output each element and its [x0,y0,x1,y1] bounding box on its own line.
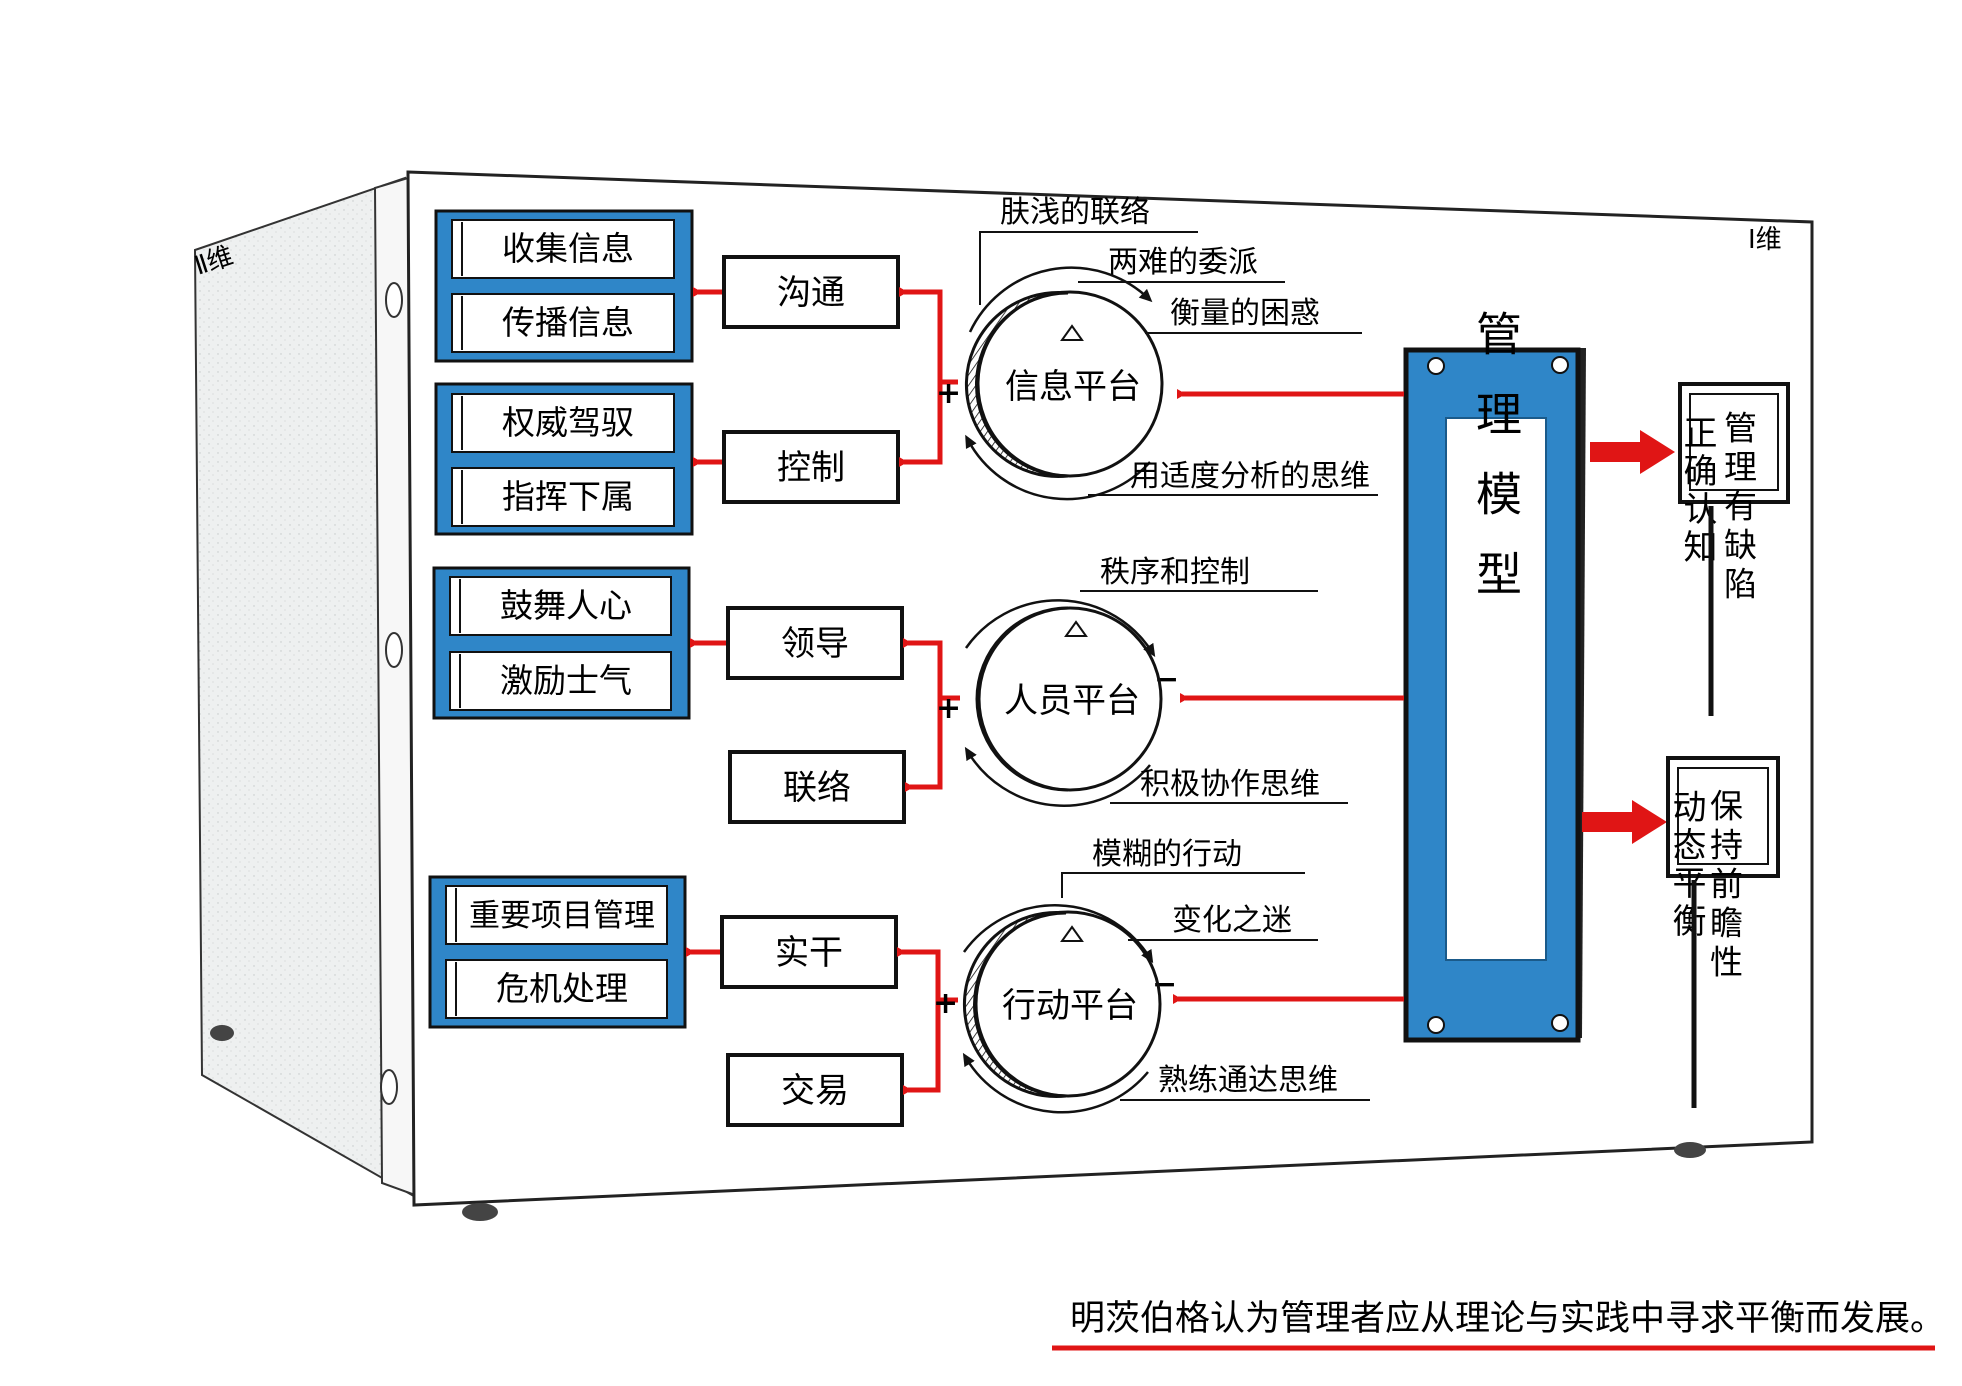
red-connector [693,287,958,467]
hinge-icon [385,632,403,668]
dimension-i-label: Ⅰ维 [1748,225,1782,255]
screw-icon [1427,1016,1445,1034]
rotation-arrow-icon [962,904,1154,964]
outcome-balance: 动态平衡 保持前瞻性 [1582,756,1780,1108]
outcome-sign-inner [1689,393,1779,491]
outcome-desc: 管理有缺陷 [1719,411,1758,606]
issue-label: 变化之迷 [1172,903,1292,938]
item-group-execution: 重要项目管理 危机处理 [428,875,687,1029]
big-red-arrow-icon [1582,800,1667,844]
item-label: 指挥下属 [502,477,634,516]
model-panel: 管理模型 [1173,310,1586,1043]
plus-sign: + [933,986,958,1021]
pillar-label-deal: 交易 [781,1071,849,1111]
item-box [445,959,668,1019]
screw-icon [1551,356,1569,374]
issue-label: 秩序和控制 [1100,555,1250,590]
model-title: 管理模型 [1469,310,1523,630]
item-box [445,885,668,945]
minus-sign: − [1152,967,1177,1002]
cabinet-foot-icon [210,1025,234,1041]
item-label: 权威驾驭 [502,403,634,442]
issue-label: 衡量的困惑 [1170,296,1320,331]
caption: 明茨伯格认为管理者应从理论与实践中寻求平衡而发展。 [1070,1299,1945,1339]
item-label: 危机处理 [496,969,628,1008]
cabinet-side-panel [193,176,414,1197]
platform-people: 鼓舞人心 激励士气 领导 联络 + − 人员平台 秩序和控制 积极协作思维 [432,555,1348,824]
pillar-box [726,1053,904,1127]
red-connector [686,947,958,1095]
item-label: 传播信息 [502,303,634,342]
dial-pointer-icon [1060,324,1084,341]
pillar-label-liaison: 联络 [783,768,851,808]
pillar-box [722,430,900,504]
outcome-correct: 正确认知 管理有缺陷 [1590,382,1790,716]
platform-info: 收集信息 传播信息 权威驾驭 指挥下属 沟通 控制 + 信息平台 [434,195,1378,536]
red-connector [1173,389,1404,1004]
pillar-label-lead: 领导 [781,624,849,664]
screw-icon [1427,357,1445,375]
item-label: 收集信息 [502,229,634,268]
dial [976,290,1164,478]
dial-pointer-icon [1064,620,1088,637]
dial [977,606,1163,792]
hinge-icon [385,282,403,318]
item-group-communicate: 收集信息 传播信息 [434,209,694,363]
rotation-arrow-icon [964,746,1151,807]
screw-icon [1551,1014,1569,1032]
pillar-box [720,915,898,989]
platform-name: 人员平台 [1004,681,1140,721]
issue-label: 两难的委派 [1108,245,1258,280]
pillar-box [728,750,906,824]
plus-sign: + [936,376,961,411]
outcome-desc: 保持前瞻性 [1705,789,1744,984]
platform-action: 重要项目管理 危机处理 实干 交易 + − 行动平台 模糊的行动 变化之迷 熟练… [428,837,1370,1127]
outcome-sign-inner [1677,767,1769,865]
rotation-arrow-icon [965,434,1151,501]
item-group-control: 权威驾驭 指挥下属 [434,382,694,536]
platform-name: 信息平台 [1005,367,1141,407]
issue-label: 模糊的行动 [1092,837,1242,872]
item-group-leadership: 鼓舞人心 激励士气 [432,566,691,720]
item-box [451,467,675,527]
rotation-arrow-icon [962,1052,1149,1114]
hinge-icon [380,1069,398,1105]
pillar-box [722,255,900,329]
dial [974,910,1162,1098]
platform-name: 行动平台 [1002,986,1138,1026]
issue-label: 肤浅的联络 [1000,195,1150,230]
item-box [451,293,675,353]
cabinet-foot-icon [462,1203,498,1221]
item-label: 鼓舞人心 [500,586,632,625]
thinking-label: 用适度分析的思维 [1130,459,1370,494]
pillar-box [726,606,904,680]
thinking-label: 积极协作思维 [1140,767,1320,802]
big-red-arrow-icon [1590,430,1675,474]
item-label: 激励士气 [500,661,632,700]
issue-leader-line [1061,872,1305,898]
item-box [451,393,675,453]
rotation-arrow-icon [964,599,1156,658]
red-connector [690,638,960,792]
item-box [449,651,672,711]
pillar-label-communicate: 沟通 [777,273,845,313]
outcome-sign-label: 动态平衡 [1666,789,1706,941]
item-box [451,219,675,279]
pillar-label-control: 控制 [777,448,845,488]
item-label: 重要项目管理 [469,898,655,934]
cabinet-foot-icon [1674,1142,1706,1158]
thinking-label: 熟练通达思维 [1158,1063,1338,1098]
pillar-label-execute: 实干 [775,933,843,973]
model-panel-window [1445,417,1547,961]
issue-leader-line [979,231,1198,305]
plus-sign: + [936,691,961,726]
item-box [449,576,672,636]
dial-pointer-icon [1060,925,1084,942]
